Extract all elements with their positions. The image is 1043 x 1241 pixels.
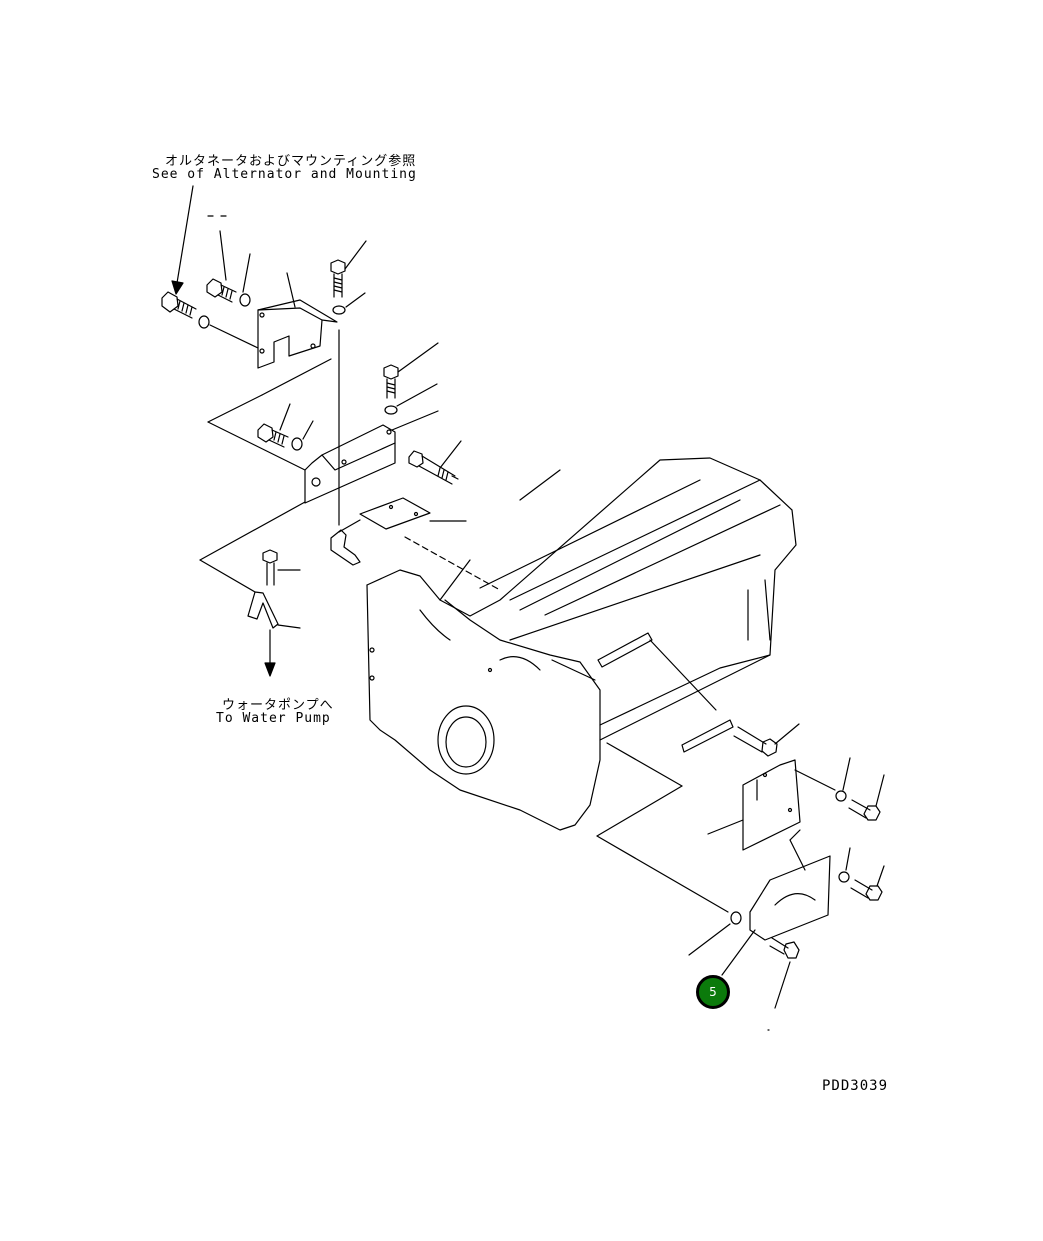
alternator-ref-en: See of Alternator and Mounting xyxy=(152,167,417,182)
water-pump-ref-ja: ウォータポンプへ xyxy=(222,698,334,713)
bracket-lower xyxy=(749,829,831,941)
washer-right-lower xyxy=(838,871,850,883)
bolt-long xyxy=(408,450,459,485)
washer-top-center xyxy=(332,305,346,315)
bolt-bottom xyxy=(769,937,800,959)
bolt-right-upper xyxy=(383,364,399,399)
bolt-left xyxy=(161,291,197,319)
part-callout-5[interactable]: 5 xyxy=(696,975,730,1009)
engine-cover xyxy=(366,457,797,831)
flat-plate xyxy=(359,497,431,530)
washer-upper xyxy=(239,293,251,307)
bolt-right-lower xyxy=(850,879,883,901)
water-pump-bracket xyxy=(247,549,279,629)
washer-middle-left xyxy=(291,437,303,451)
washer-right-upper-2 xyxy=(835,790,847,802)
washer-right-upper xyxy=(384,405,398,415)
bracket-top xyxy=(257,299,338,369)
bolt-middle-left xyxy=(257,423,289,448)
alternator-ref-ja: オルタネータおよびマウンティング参照 xyxy=(165,154,417,169)
cover-small-bracket xyxy=(597,632,734,753)
bolt-upper xyxy=(206,278,237,303)
bracket-right xyxy=(742,759,836,851)
washer-left xyxy=(198,315,210,329)
bolt-right-upper-2 xyxy=(848,799,881,821)
washer-bottom xyxy=(730,911,742,925)
alternator-arrow xyxy=(171,185,194,295)
bolt-right-middle xyxy=(733,726,778,757)
bolt-top-center xyxy=(330,259,346,298)
water-pump-ref-en: To Water Pump xyxy=(216,711,331,726)
drawing-code: PDD3039 xyxy=(822,1078,889,1094)
bracket-middle xyxy=(304,424,396,504)
